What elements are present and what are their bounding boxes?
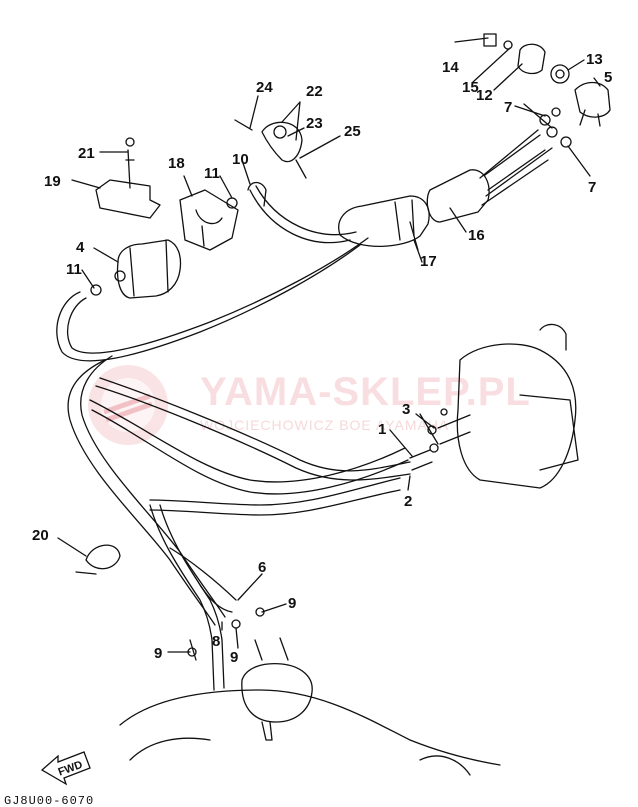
callout-17: 17 bbox=[420, 253, 437, 270]
callout-13: 13 bbox=[586, 51, 603, 68]
callout-11-lower: 11 bbox=[66, 261, 82, 278]
callout-5: 5 bbox=[604, 69, 612, 86]
callouts: 14 15 12 13 5 7 7 24 22 23 25 21 19 18 1… bbox=[32, 51, 612, 666]
callout-9-left: 9 bbox=[154, 645, 162, 662]
callout-9-right: 9 bbox=[288, 595, 296, 612]
filter-tube-assembly bbox=[338, 129, 553, 251]
hose-clamps-7 bbox=[539, 107, 572, 148]
fuel-hoses bbox=[56, 185, 411, 641]
callout-11-upper: 11 bbox=[204, 165, 220, 182]
callout-15: 15 bbox=[462, 79, 479, 96]
fuel-filter-4 bbox=[114, 239, 182, 299]
callout-22: 22 bbox=[306, 83, 323, 100]
leader-lines bbox=[57, 37, 601, 653]
callout-9-mid: 9 bbox=[230, 649, 238, 666]
callout-19: 19 bbox=[44, 173, 61, 190]
fuel-tank-top bbox=[119, 607, 501, 776]
callout-6: 6 bbox=[258, 559, 266, 576]
callout-14: 14 bbox=[442, 59, 459, 76]
diagram-code: GJ8U00-6070 bbox=[4, 794, 94, 807]
callout-2: 2 bbox=[404, 493, 412, 510]
callout-7-lower: 7 bbox=[588, 179, 596, 196]
watermark: YAMA-SKLEP.PL WOJCIECHOWICZ BOE AYAMAHA bbox=[88, 365, 531, 445]
callout-3: 3 bbox=[402, 401, 410, 418]
fuel-pump-area bbox=[409, 323, 579, 489]
callout-12: 12 bbox=[476, 87, 493, 104]
fuel-valve-assembly bbox=[483, 33, 611, 127]
watermark-tagline: WOJCIECHOWICZ BOE AYAMAHA bbox=[200, 417, 449, 433]
callout-20: 20 bbox=[32, 527, 49, 544]
callout-25: 25 bbox=[344, 123, 361, 140]
callout-4: 4 bbox=[76, 239, 85, 256]
callout-10: 10 bbox=[232, 151, 249, 168]
callout-23: 23 bbox=[306, 115, 323, 132]
fwd-arrow: FWD bbox=[40, 751, 91, 786]
callout-8: 8 bbox=[212, 633, 220, 650]
watermark-brand: YAMA-SKLEP.PL bbox=[200, 370, 531, 414]
callout-21: 21 bbox=[78, 145, 95, 162]
filter-holder-18 bbox=[179, 189, 239, 251]
callout-16: 16 bbox=[468, 227, 485, 244]
callout-1: 1 bbox=[378, 421, 386, 438]
bracket-19 bbox=[95, 137, 161, 219]
callout-7-upper: 7 bbox=[504, 99, 512, 116]
callout-24: 24 bbox=[256, 79, 273, 96]
callout-18: 18 bbox=[168, 155, 185, 172]
band-20 bbox=[75, 544, 121, 575]
